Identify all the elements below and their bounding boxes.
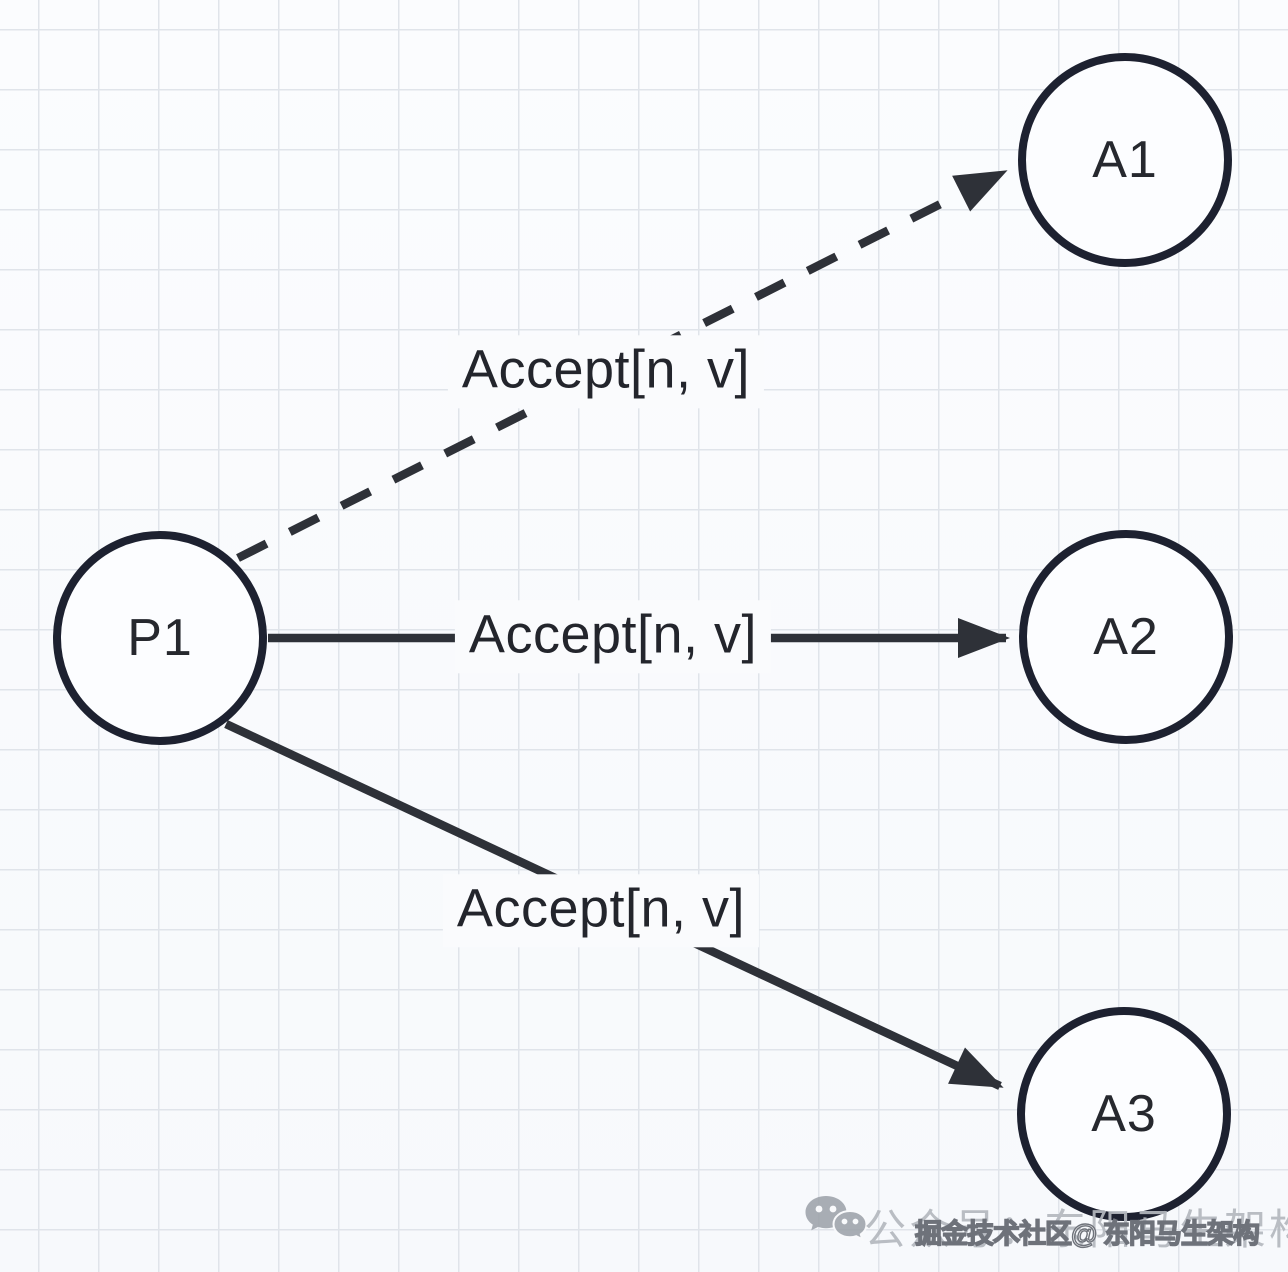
node-label-A3: A3 xyxy=(1091,1085,1157,1143)
edge-label-P1-A2: Accept[n, v] xyxy=(454,600,772,674)
edge-label-P1-A3: Accept[n, v] xyxy=(442,874,760,948)
node-label-A2: A2 xyxy=(1093,608,1159,666)
edge-label-P1-A1: Accept[n, v] xyxy=(447,335,765,409)
node-P1: P1 xyxy=(53,531,267,745)
node-A3: A3 xyxy=(1017,1007,1231,1221)
node-label-A1: A1 xyxy=(1092,131,1158,189)
node-A2: A2 xyxy=(1019,530,1233,744)
node-label-P1: P1 xyxy=(127,609,193,667)
node-A1: A1 xyxy=(1018,53,1232,267)
